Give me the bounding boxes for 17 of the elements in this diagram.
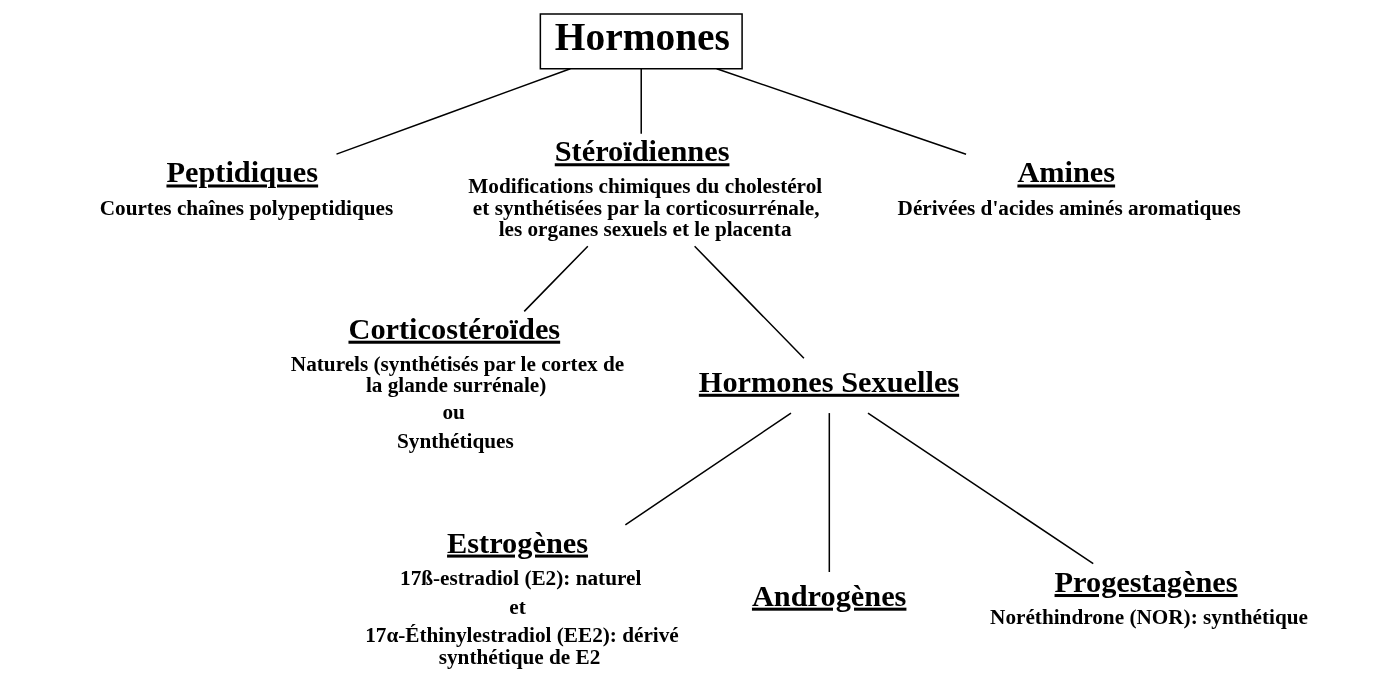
connector	[522, 245, 589, 313]
node-text: Peptidiques Courtes chaînes polypeptidiques	[99, 155, 393, 220]
connector	[624, 412, 792, 526]
node-text: Progestagènes Noréthindrone (NOR): synthétique	[989, 565, 1308, 630]
node-box: Hormones	[539, 13, 743, 70]
node-text: Amines Dérivées d'acides aminés aromatiques	[897, 155, 1241, 220]
node-text: Stéroïdiennes Modifications chimiques du cholestérol et synthétisées par la corticosurrénale, les organes sexuels et le placenta	[467, 134, 822, 241]
node-text: Estrogènes 17ß-estradiol (E2): naturel et 17α-Éthinylestradiol (EE2): dérivé synthétique de E2	[364, 525, 679, 669]
connector	[693, 245, 805, 359]
connector	[866, 412, 1094, 565]
node-text: Hormones Sexuelles	[698, 364, 959, 399]
connector	[828, 412, 830, 573]
connector	[639, 68, 642, 135]
node-text: Corticostéroïdes Naturels (synthétisés par le cortex de la glande surrénale) ou Synthétiques	[290, 311, 624, 454]
connector	[715, 68, 967, 156]
node-text: Androgènes	[751, 578, 906, 613]
connector	[335, 68, 571, 155]
